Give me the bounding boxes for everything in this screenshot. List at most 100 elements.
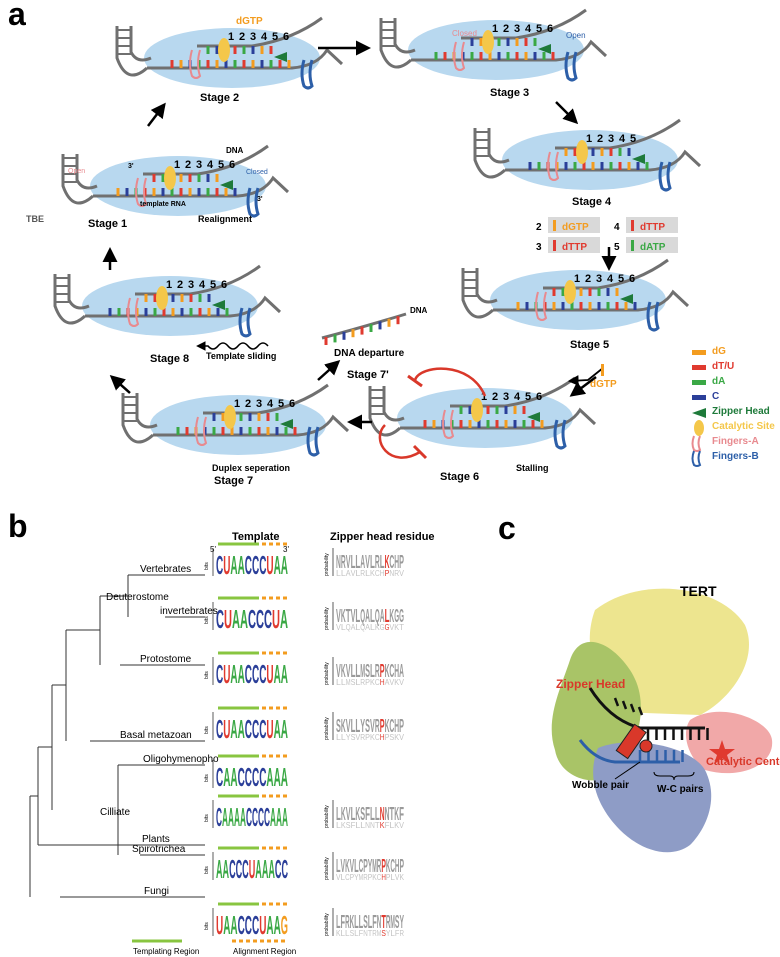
residue-letter-minor: L [355, 623, 360, 632]
dgtp-incoming-arrow [567, 367, 604, 386]
residue-letter: H [394, 552, 399, 572]
residue-letter: C [389, 716, 394, 736]
position-number: 2 [185, 159, 191, 171]
logo-letter: U [259, 910, 266, 940]
position-number: 4 [199, 279, 206, 291]
taxon-label: Protostome [140, 654, 192, 665]
legend-item: Fingers-A [691, 435, 759, 452]
residue-letter-minor: L [355, 821, 360, 830]
template-rna-backbone [493, 289, 690, 312]
residue-letter: K [386, 856, 391, 876]
residue-letter-minor: L [355, 678, 360, 687]
position-number: 3 [256, 398, 262, 410]
stage-label: Stage 4 [572, 196, 612, 208]
taxon-label: invertebrates [160, 606, 218, 617]
residue-letter-minor: V [389, 678, 394, 687]
stalling-arc-lower [378, 424, 421, 459]
logo-letter: A [274, 659, 281, 689]
panel-c-tert-structure: TERT Zipper Head Catalytic Center Wobble… [551, 583, 780, 853]
tbe-stem [135, 393, 158, 429]
clade-deuterostome: Deuterostome [106, 592, 169, 603]
bits-label: bits [204, 562, 210, 570]
residue-letter: K [385, 552, 390, 572]
rna-backbone-blue [578, 739, 680, 764]
residue-letter: K [341, 804, 346, 824]
residue-letter: H [394, 661, 399, 681]
template-sliding-arrow [196, 341, 269, 351]
logo-letter: A [216, 854, 223, 884]
residue-letter: N [336, 552, 341, 572]
residue-letter: N [385, 804, 390, 824]
residue-letter-minor: V [389, 623, 394, 632]
probability-label: probability [324, 553, 330, 576]
residue-letter: P [380, 661, 385, 681]
logo-letter: C [258, 802, 264, 832]
residue-letter-minor: L [336, 569, 341, 578]
residue-letter-minor: K [380, 821, 385, 830]
nucleotide-bar [553, 220, 556, 231]
logo-letter: A [223, 854, 230, 884]
position-number: 3 [188, 279, 194, 291]
residue-letter: F [341, 912, 346, 932]
residue-letter-minor: V [336, 873, 341, 882]
position-number: 6 [289, 398, 295, 410]
residue-letter: F [372, 912, 377, 932]
residue-letter-minor: S [389, 733, 394, 742]
residue-letter: V [346, 804, 351, 824]
position-number: 2 [177, 279, 183, 291]
position-number: 6 [229, 159, 235, 171]
logo-letter: A [230, 550, 237, 580]
position-number: 1 [586, 133, 592, 145]
probability-label: probability [324, 607, 330, 630]
residue-letter: K [341, 716, 346, 736]
fingers-a [195, 416, 208, 446]
polymerase-bubble [90, 156, 266, 216]
bar-swatch-icon [692, 395, 706, 400]
polymerase-bubble [144, 28, 320, 88]
position-number: 6 [221, 279, 227, 291]
logo-letter: U [266, 714, 273, 744]
dna-backbone [143, 144, 269, 176]
bits-label: bits [204, 774, 210, 782]
closed-label-s1: Closed [246, 169, 268, 176]
zipper-head [212, 300, 225, 310]
wobble-pair-label: Wobble pair [572, 780, 629, 791]
stage-label: Stage 1 [88, 218, 127, 230]
residue-letter-minor: L [341, 929, 346, 938]
logo-letter: A [232, 604, 240, 634]
position-number: 2 [585, 273, 591, 285]
legend-item: C [692, 391, 719, 402]
nucleotide-box-bg [626, 237, 678, 253]
residue-letter: V [365, 552, 370, 572]
dna-backbone [197, 16, 323, 48]
polymerase-bubble [82, 276, 258, 336]
template-header: Template [232, 531, 279, 543]
position-number: 2 [239, 31, 245, 43]
legend-label: Catalytic Site [712, 421, 775, 432]
residue-letter-minor: L [354, 929, 359, 938]
legend-item: Zipper Head [692, 406, 770, 418]
ellipse-icon [694, 420, 704, 436]
logo-letter: C [216, 550, 223, 580]
catalytic-site [224, 405, 236, 429]
position-number: 3 [596, 273, 602, 285]
arrow-stage3-to-4 [555, 101, 579, 125]
arrow-stage1-to-2 [147, 102, 166, 127]
fingers-b [238, 307, 252, 338]
residue-letter-minor: Y [346, 733, 351, 742]
residue-letter: V [341, 856, 346, 876]
fingers-b [658, 161, 672, 192]
residue-letter: S [365, 716, 370, 736]
fingers-a [127, 297, 140, 327]
dgtp-incoming-label: dGTP [590, 379, 617, 390]
residue-letter-minor: L [341, 678, 346, 687]
logo-letter: C [256, 604, 264, 634]
position-number: 5 [536, 23, 542, 35]
position-number: 5 [278, 398, 284, 410]
logo-letter: A [266, 762, 273, 792]
position-number: 6 [629, 273, 635, 285]
residue-letter-minor: L [336, 821, 341, 830]
